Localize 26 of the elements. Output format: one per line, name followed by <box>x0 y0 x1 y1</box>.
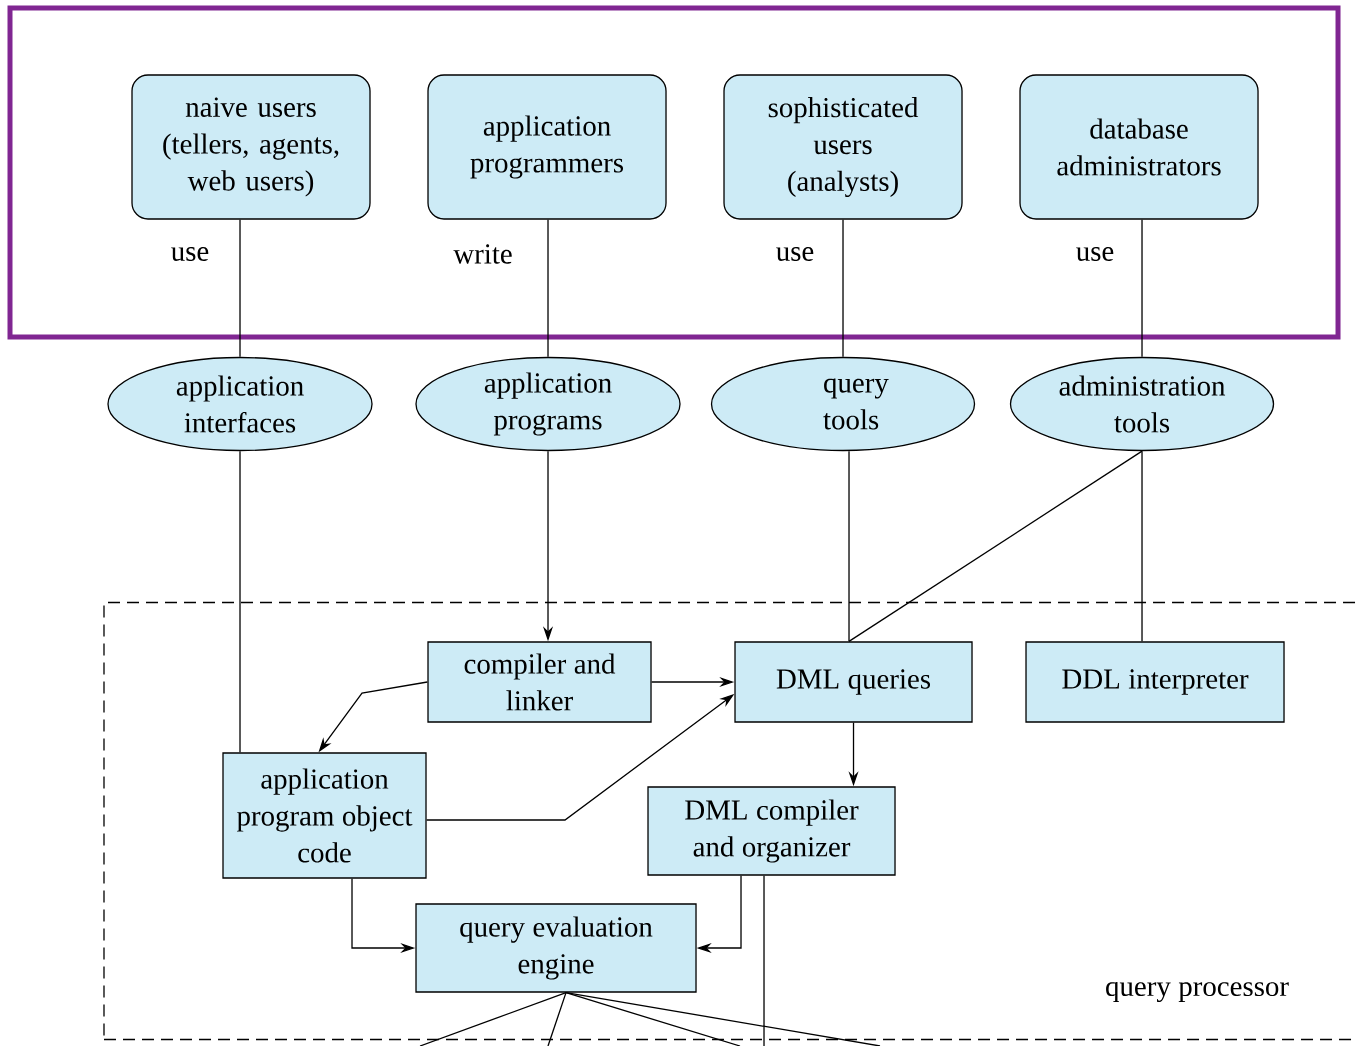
edge-label: write <box>452 243 514 265</box>
user-box: application programmers <box>427 74 667 220</box>
connector-line <box>1141 219 1143 358</box>
connector-line <box>763 875 765 1046</box>
user-box: database administrators <box>1019 74 1259 220</box>
connector-line <box>848 450 850 642</box>
user-box: naive users (tellers, agents, web users) <box>131 74 371 220</box>
process-box: DML queries <box>734 641 973 723</box>
connector-line <box>547 992 567 1046</box>
connector-line <box>1141 450 1143 642</box>
connector-line <box>239 219 241 358</box>
connector-line <box>419 992 567 1046</box>
user-box: sophisticated users (analysts) <box>723 74 963 220</box>
process-box: DML compiler and organizer <box>647 786 896 876</box>
process-box: DDL interpreter <box>1025 641 1285 723</box>
connector-line <box>842 219 844 358</box>
connector-line <box>848 450 1143 642</box>
edge-label: use <box>169 246 211 262</box>
process-box: application program object code <box>222 752 427 879</box>
process-box: compiler and linker <box>427 641 652 723</box>
edge-label: use <box>1074 246 1116 262</box>
connector-line <box>239 450 241 753</box>
connector-line <box>547 219 549 358</box>
connector-line <box>565 992 881 1046</box>
process-box: query evaluation engine <box>415 903 697 993</box>
edge-label: use <box>774 246 816 262</box>
